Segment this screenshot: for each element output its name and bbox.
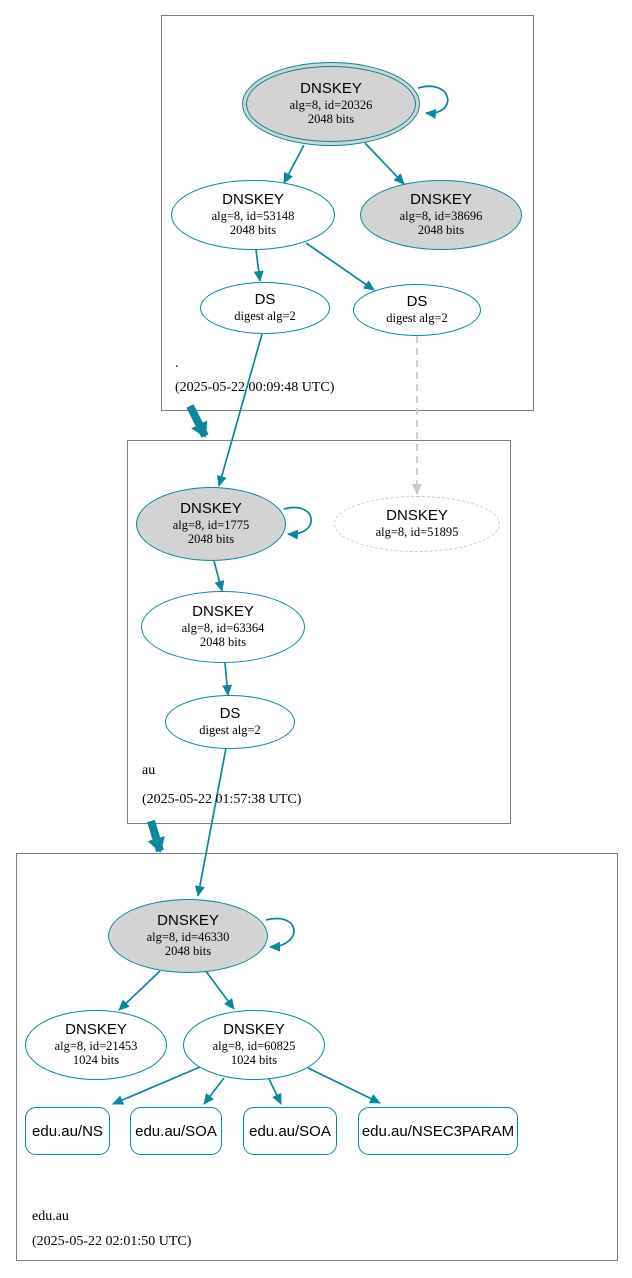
rrset-edu-au-nsec3param[interactable]: edu.au/NSEC3PARAM bbox=[358, 1107, 518, 1155]
node-title: DNSKEY bbox=[65, 1021, 127, 1039]
zone-label-root: . bbox=[175, 356, 179, 371]
ds-au-node[interactable]: DS digest alg=2 bbox=[165, 695, 295, 749]
node-detail: digest alg=2 bbox=[386, 311, 448, 326]
node-title: DNSKEY bbox=[386, 507, 448, 525]
rrset-label: edu.au/SOA bbox=[135, 1122, 217, 1140]
zone-box-root bbox=[161, 15, 534, 411]
rrset-edu-au-ns[interactable]: edu.au/NS bbox=[25, 1107, 110, 1155]
node-title: DS bbox=[219, 705, 241, 723]
node-detail: digest alg=2 bbox=[199, 723, 261, 738]
node-title: DNSKEY bbox=[157, 912, 219, 930]
dnskey-63364-node[interactable]: DNSKEY alg=8, id=63364 2048 bits bbox=[141, 591, 305, 663]
node-detail: 1024 bits bbox=[72, 1053, 120, 1068]
zone-label-au: au bbox=[142, 763, 156, 778]
node-detail: 2048 bits bbox=[164, 944, 212, 959]
ds-root-left-node[interactable]: DS digest alg=2 bbox=[200, 282, 330, 334]
dnskey-60825-node[interactable]: DNSKEY alg=8, id=60825 1024 bits bbox=[183, 1010, 325, 1080]
node-title: DNSKEY bbox=[180, 500, 242, 518]
zone-box-edu-au bbox=[16, 853, 618, 1261]
dnskey-21453-node[interactable]: DNSKEY alg=8, id=21453 1024 bits bbox=[25, 1010, 167, 1080]
node-detail: alg=8, id=60825 bbox=[212, 1039, 296, 1054]
ksk-double-ring: DNSKEY alg=8, id=20326 2048 bits bbox=[246, 66, 416, 142]
node-detail: alg=8, id=53148 bbox=[211, 209, 295, 224]
dnskey-51895-node[interactable]: DNSKEY alg=8, id=51895 bbox=[334, 496, 500, 552]
node-detail: 2048 bits bbox=[417, 223, 465, 238]
rrset-label: edu.au/NS bbox=[32, 1122, 103, 1140]
node-detail: alg=8, id=38696 bbox=[399, 209, 483, 224]
node-title: DS bbox=[254, 291, 276, 309]
node-detail: 2048 bits bbox=[187, 532, 235, 547]
rrset-edu-au-soa-1[interactable]: edu.au/SOA bbox=[130, 1107, 222, 1155]
node-detail: 2048 bits bbox=[229, 223, 277, 238]
node-detail: alg=8, id=63364 bbox=[181, 621, 265, 636]
zone-timestamp-au: (2025-05-22 01:57:38 UTC) bbox=[142, 792, 302, 807]
node-title: DNSKEY bbox=[410, 191, 472, 209]
zone-timestamp-edu-au: (2025-05-22 02:01:50 UTC) bbox=[32, 1234, 192, 1249]
rrset-label: edu.au/NSEC3PARAM bbox=[361, 1122, 515, 1140]
node-detail: 1024 bits bbox=[230, 1053, 278, 1068]
zone-box-au bbox=[127, 440, 511, 824]
dnskey-1775-node[interactable]: DNSKEY alg=8, id=1775 2048 bits bbox=[136, 487, 286, 561]
dnskey-46330-node[interactable]: DNSKEY alg=8, id=46330 2048 bits bbox=[108, 899, 268, 973]
node-detail: alg=8, id=20326 bbox=[289, 98, 373, 113]
node-title: DNSKEY bbox=[223, 1021, 285, 1039]
node-title: DNSKEY bbox=[192, 603, 254, 621]
node-detail: 2048 bits bbox=[307, 112, 355, 127]
rrset-edu-au-soa-2[interactable]: edu.au/SOA bbox=[243, 1107, 337, 1155]
dnskey-53148-node[interactable]: DNSKEY alg=8, id=53148 2048 bits bbox=[171, 180, 335, 250]
zone-timestamp-root: (2025-05-22 00:09:48 UTC) bbox=[175, 380, 335, 395]
node-title: DNSKEY bbox=[300, 80, 362, 98]
zone-label-edu-au: edu.au bbox=[32, 1209, 69, 1224]
ds-root-right-node[interactable]: DS digest alg=2 bbox=[353, 284, 481, 336]
node-detail: alg=8, id=1775 bbox=[172, 518, 250, 533]
node-detail: digest alg=2 bbox=[234, 309, 296, 324]
node-detail: 2048 bits bbox=[199, 635, 247, 650]
node-title: DS bbox=[406, 293, 428, 311]
dnskey-38696-node[interactable]: DNSKEY alg=8, id=38696 2048 bits bbox=[360, 180, 522, 250]
dnskey-20326-node[interactable]: DNSKEY alg=8, id=20326 2048 bits bbox=[242, 62, 420, 146]
node-detail: alg=8, id=46330 bbox=[146, 930, 230, 945]
node-detail: alg=8, id=21453 bbox=[54, 1039, 138, 1054]
node-title: DNSKEY bbox=[222, 191, 284, 209]
rrset-label: edu.au/SOA bbox=[249, 1122, 331, 1140]
node-detail: alg=8, id=51895 bbox=[375, 525, 459, 540]
edge-delegation-au-to-edu bbox=[147, 819, 165, 853]
